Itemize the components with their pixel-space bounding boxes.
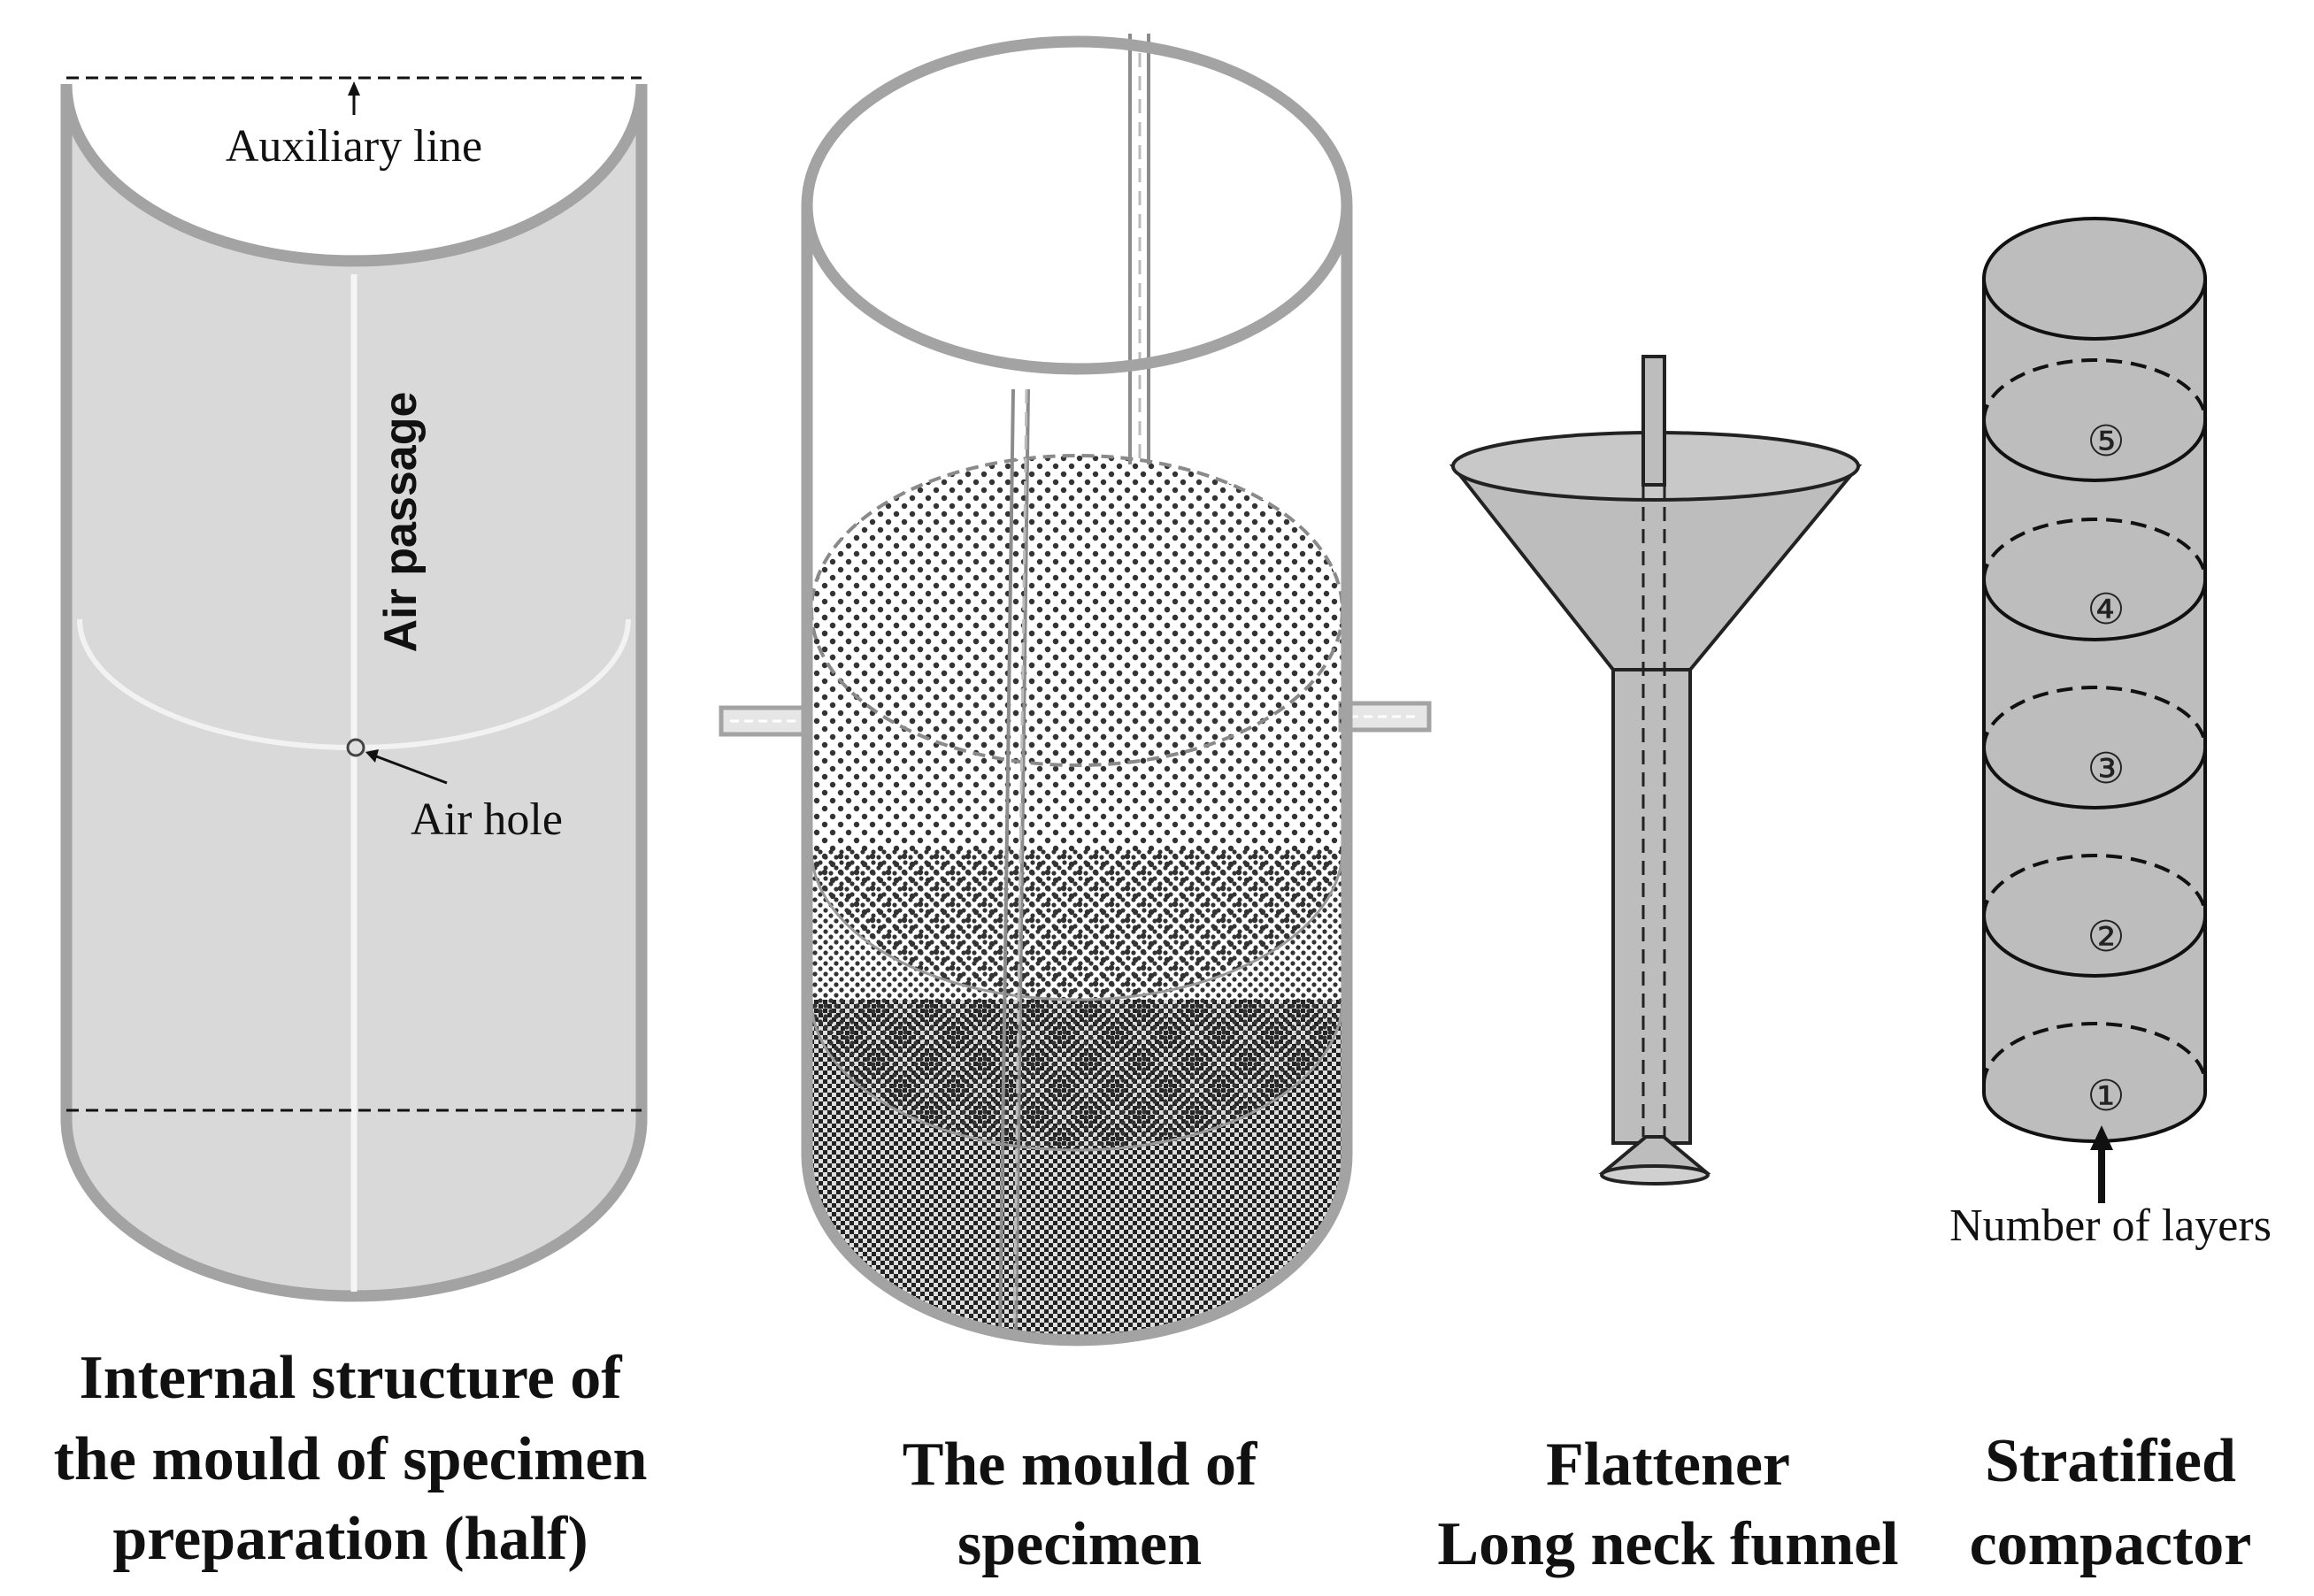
funnel-neck bbox=[1611, 668, 1692, 1145]
caption-internal-structure-line-1: Internal structure of bbox=[79, 1344, 622, 1412]
stratified-compactor: ⑤ ④ ③ ② ① Number of layers bbox=[1949, 217, 2272, 1251]
long-neck-funnel bbox=[1449, 355, 1863, 1185]
caption-internal-structure-line-2: the mould of specimen bbox=[54, 1425, 648, 1493]
compactor-body bbox=[1982, 277, 2207, 1143]
layer-1-label: ① bbox=[2087, 1071, 2125, 1121]
layer-5-label: ⑤ bbox=[2087, 417, 2125, 466]
layer-2-label: ② bbox=[2087, 912, 2125, 962]
number-of-layers-arrowhead bbox=[2090, 1125, 2113, 1150]
air-hole-label: Air hole bbox=[411, 794, 563, 845]
number-of-layers-label: Number of layers bbox=[1949, 1201, 2272, 1251]
caption-internal-structure-line-3: preparation (half) bbox=[112, 1505, 588, 1573]
air-hole-arrowhead bbox=[365, 749, 379, 763]
caption-flattener-line-1: Flattener bbox=[1546, 1431, 1790, 1499]
auxiliary-line-label: Auxiliary line bbox=[226, 121, 482, 172]
air-passage-label: Air passage bbox=[375, 392, 427, 653]
flattener-plate bbox=[1600, 1164, 1710, 1185]
specimen-top-surface bbox=[810, 454, 1344, 767]
caption-mould-line-1: The mould of bbox=[903, 1431, 1257, 1499]
auxiliary-line-arrowhead bbox=[348, 81, 360, 96]
compactor-top bbox=[1982, 217, 2207, 341]
specimen-mould bbox=[719, 34, 1432, 1347]
caption-compactor-line-2: compactor bbox=[1970, 1510, 2252, 1578]
air-hole-icon bbox=[346, 738, 365, 757]
mould-top-rim bbox=[801, 35, 1353, 375]
layer-3-label: ③ bbox=[2087, 744, 2125, 794]
caption-mould-line-2: specimen bbox=[957, 1510, 1202, 1578]
flattener-rod bbox=[1641, 355, 1666, 487]
mould-bottom-arc bbox=[801, 1154, 1353, 1347]
internal-structure-half-mould: Auxiliary line Air passage Air hole bbox=[60, 76, 648, 1302]
air-hole-arrow bbox=[371, 753, 448, 785]
layer-4-label: ④ bbox=[2087, 585, 2125, 634]
caption-flattener-line-2: Long neck funnel bbox=[1437, 1510, 1898, 1578]
captions: Internal structure of the mould of speci… bbox=[54, 1344, 2252, 1578]
caption-compactor-line-1: Stratified bbox=[1985, 1427, 2236, 1495]
